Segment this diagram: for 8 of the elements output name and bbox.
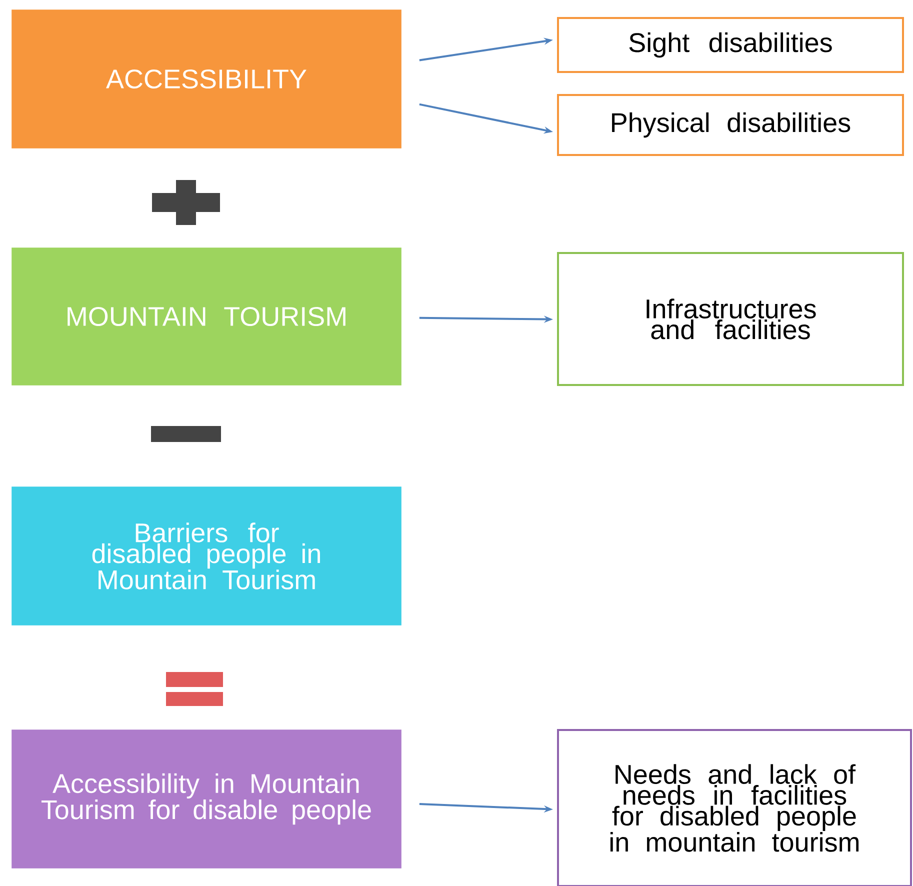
outcome-box: Infrastructures and facilities bbox=[557, 252, 904, 386]
process-box: MOUNTAIN TOURISM bbox=[12, 248, 402, 386]
process-box: Barriers for disabled people in Mountain Tourism bbox=[12, 486, 402, 626]
process-box: ACCESSIBILITY bbox=[12, 10, 402, 148]
outcome-box: Sight disabilities bbox=[557, 17, 904, 73]
process-box: Accessibility in Mountain Tourism for disable people bbox=[12, 730, 402, 868]
outcome-box: Needs and lack of needs in facilities for disabled people in mountain tourism bbox=[557, 729, 912, 886]
outcome-box: Physical disabilities bbox=[557, 94, 904, 156]
